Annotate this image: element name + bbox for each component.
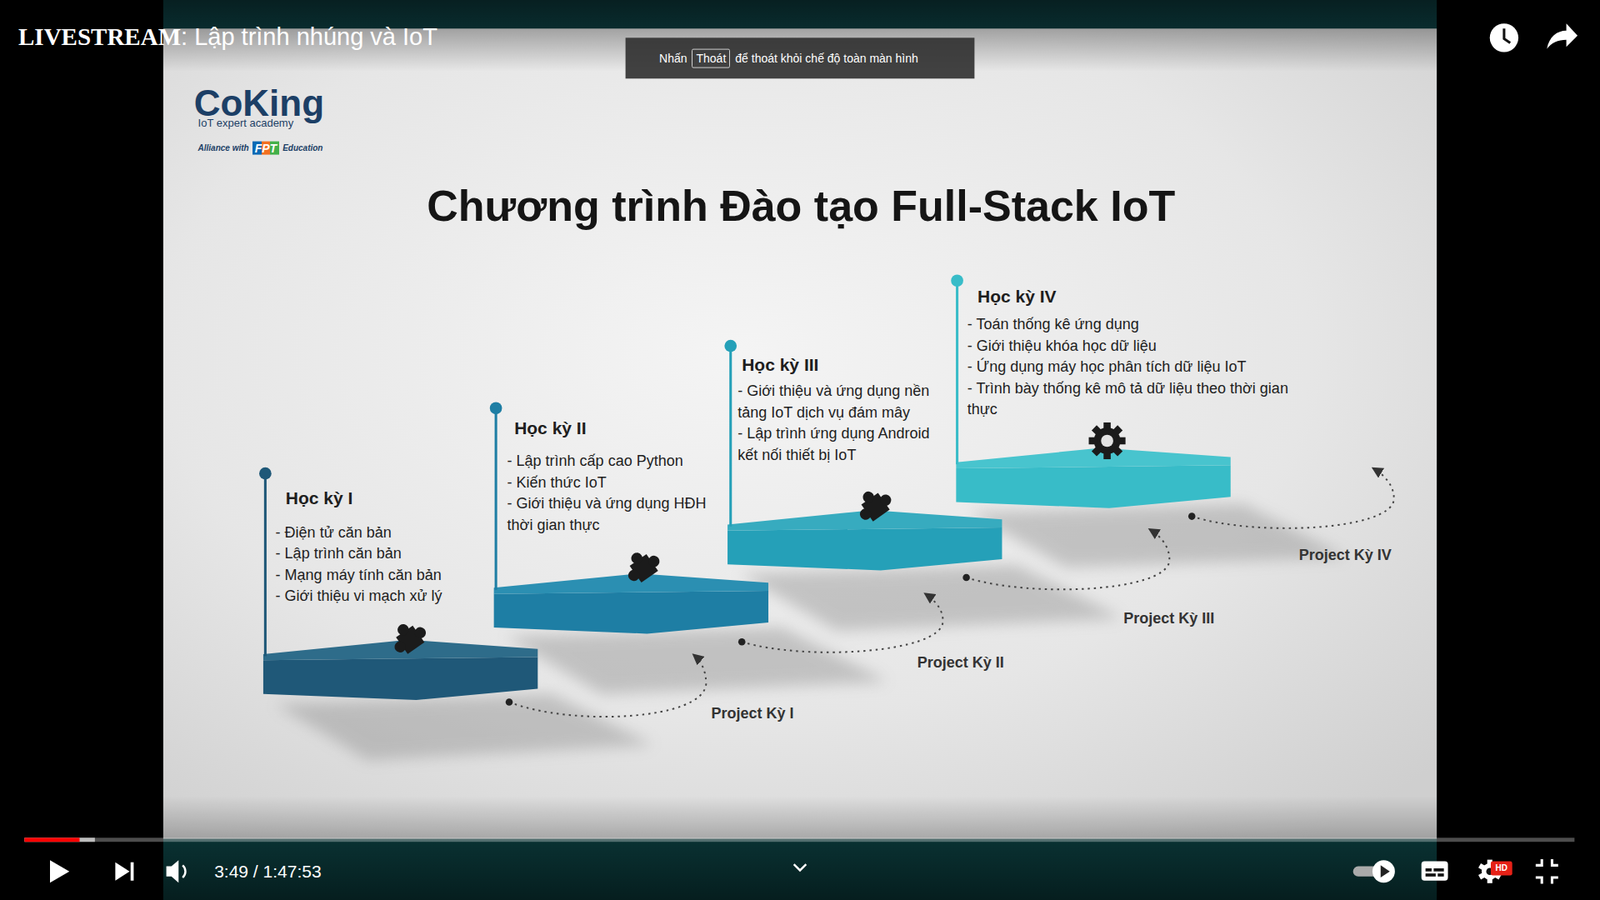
project-label: Project Kỳ II bbox=[917, 654, 1005, 673]
play-icon bbox=[50, 860, 70, 883]
logo-tagline: IoT expert academy bbox=[198, 116, 295, 130]
course-item: - Toán thống kê ứng dụng bbox=[967, 314, 1301, 336]
partner-logo: FPT bbox=[252, 140, 280, 155]
bottom-shade bbox=[0, 795, 1600, 900]
semester-heading: Học kỳ II bbox=[507, 416, 720, 440]
logo-alliance: Education bbox=[282, 143, 323, 154]
project-label: Project Kỳ IV bbox=[1299, 547, 1392, 566]
watch-later-icon bbox=[1490, 23, 1519, 52]
chevron-icon bbox=[794, 864, 807, 870]
share-icon bbox=[1546, 23, 1578, 50]
semester-step: Học kỳ I - Điện tử căn bản- Lập trình căn… bbox=[275, 486, 476, 608]
progress-track bbox=[24, 837, 1575, 842]
puzzle-icon bbox=[850, 482, 896, 526]
next-icon bbox=[115, 862, 134, 881]
autoplay-toggle bbox=[1353, 860, 1395, 883]
course-item: - Lập trình cấp cao Python bbox=[507, 450, 720, 473]
tooltip-text: Nhấn bbox=[659, 50, 687, 65]
top-shade bbox=[0, 0, 1600, 72]
logo-alliance: Alliance with bbox=[198, 143, 250, 154]
step-platform bbox=[494, 573, 769, 634]
volume-icon bbox=[166, 860, 186, 883]
course-item: - Lập trình ứng dụng Android kết nối thi… bbox=[737, 423, 950, 466]
course-item: - Lập trình căn bản bbox=[275, 543, 476, 565]
semester-heading: Học kỳ III bbox=[737, 353, 950, 377]
semester-step: Học kỳ III - Giới thiệu và ứng dụng nền t… bbox=[737, 353, 950, 466]
video-title: LIVESTREAM bbox=[18, 22, 181, 52]
pin-lines bbox=[259, 274, 964, 656]
course-item: - Giới thiệu và ứng dụng nền tảng IoT dị… bbox=[737, 380, 950, 424]
course-item: - Kiến thức IoT bbox=[507, 472, 720, 495]
project-label: Project Kỳ III bbox=[1123, 610, 1215, 629]
semester-heading: Học kỳ IV bbox=[967, 285, 1301, 309]
step-platform bbox=[263, 640, 538, 700]
fullscreen-tooltip bbox=[625, 37, 975, 79]
subtitles-icon bbox=[1421, 860, 1449, 880]
course-item: - Giới thiệu vi mạch xử lý bbox=[275, 585, 476, 608]
course-item: - Mạng máy tính căn bản bbox=[275, 565, 476, 587]
slide-title: Chương trình Đào tạo Full-Stack IoT bbox=[426, 180, 1175, 231]
step-shadows bbox=[275, 504, 1348, 760]
gear-icon bbox=[1089, 422, 1126, 460]
progress-buffer bbox=[24, 837, 95, 842]
puzzle-icon bbox=[619, 543, 665, 587]
project-label: Project Kỳ I bbox=[710, 705, 794, 724]
hd-badge bbox=[1490, 860, 1513, 875]
progress-played bbox=[24, 837, 80, 842]
course-item: - Giới thiệu khóa học dữ liệu bbox=[967, 335, 1301, 358]
hd-text: HD bbox=[1495, 863, 1508, 874]
semester-heading: Học kỳ I bbox=[275, 486, 476, 510]
video-frame bbox=[163, 0, 1437, 900]
course-item: - Trình bày thống kê mô tả dữ liệu theo … bbox=[967, 378, 1301, 421]
video-title: : Lập trình nhúng và IoT bbox=[180, 22, 438, 52]
slide-background bbox=[163, 28, 1437, 839]
course-item: - Ứng dụng máy học phân tích dữ liệu IoT bbox=[967, 356, 1301, 379]
step-platform bbox=[955, 448, 1230, 509]
semester-step: Học kỳ IV - Toán thống kê ứng dụng- Giới … bbox=[967, 285, 1301, 421]
key-hint: Thoát bbox=[691, 48, 730, 68]
tooltip-text: để thoát khỏi chế độ toàn màn hình bbox=[735, 50, 919, 65]
course-item: - Điện tử căn bản bbox=[275, 522, 476, 545]
arrow-start-dots bbox=[505, 512, 1196, 705]
course-item: - Giới thiệu và ứng dụng HĐH thời gian t… bbox=[507, 493, 720, 536]
puzzle-icon bbox=[385, 615, 430, 659]
time-display: 3:49 / 1:47:53 bbox=[214, 860, 321, 882]
semester-step: Học kỳ II - Lập trình cấp cao Python- Kiế… bbox=[507, 416, 720, 536]
exit-fullscreen-icon bbox=[1535, 859, 1559, 884]
